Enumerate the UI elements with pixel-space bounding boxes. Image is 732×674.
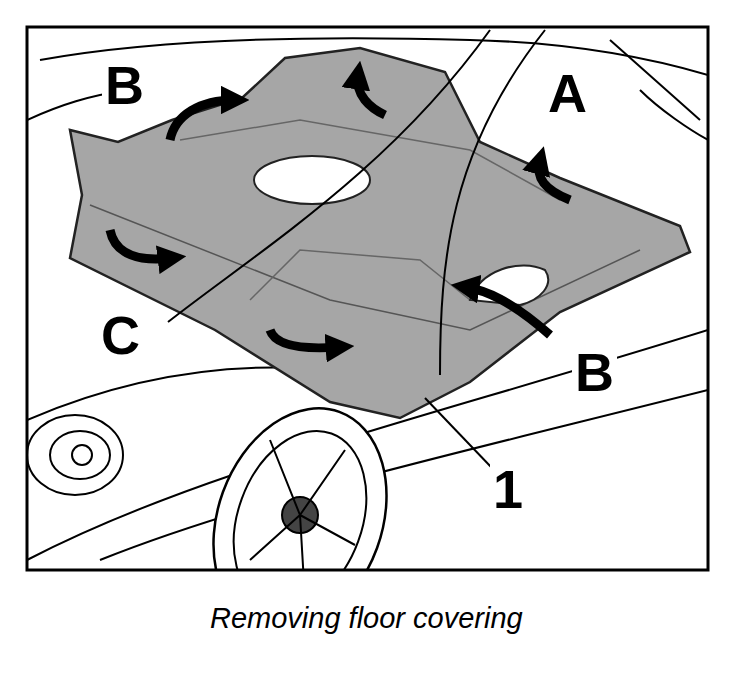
callout-letter: 1 (490, 462, 526, 516)
callout-letter: C (98, 308, 143, 362)
callout-letter: A (545, 66, 590, 120)
callout-letter: B (102, 58, 147, 112)
callout-letter: B (572, 345, 617, 399)
figure-caption: Removing floor covering (210, 603, 523, 635)
